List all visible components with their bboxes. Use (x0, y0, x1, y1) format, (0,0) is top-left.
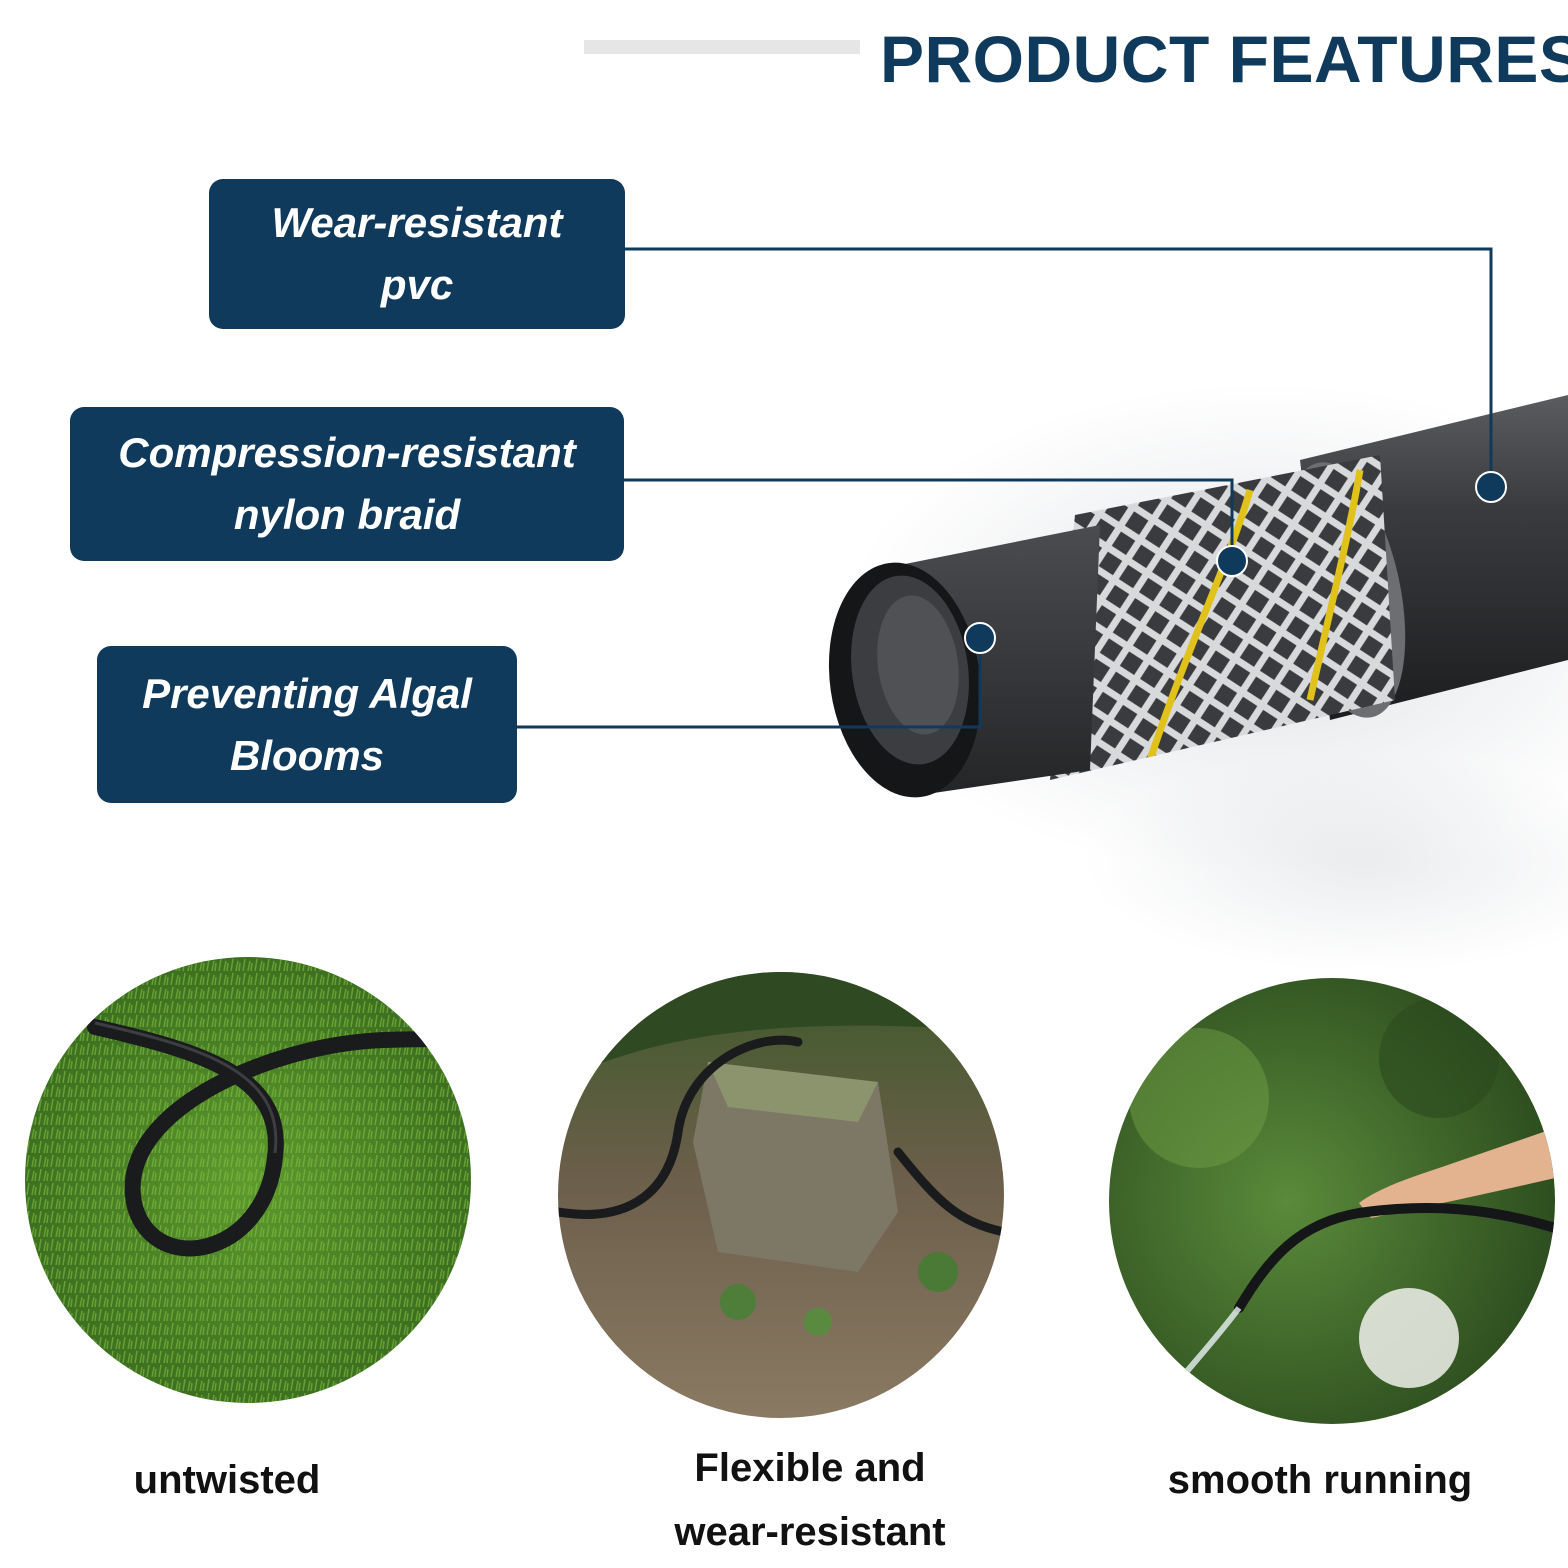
watering-hose (1234, 1203, 1555, 1313)
hose-illustration (517, 247, 1568, 798)
braid-connector-line (624, 478, 1234, 561)
nylon-braid-layer (1050, 455, 1395, 780)
feature-braid-line2: nylon braid (233, 491, 461, 538)
braid-connector-dot (1216, 545, 1248, 577)
feature-pvc-line1: Wear-resistant (271, 199, 563, 246)
algal-connector-dot (964, 622, 996, 654)
photo-untwisted (25, 957, 471, 1403)
caption-flexible-line2: wear-resistant (674, 1510, 946, 1554)
pvc-connector-line (625, 247, 1493, 487)
page-title: PRODUCT FEATURES (880, 22, 1568, 96)
caption-flexible-line1: Flexible and (694, 1446, 926, 1490)
caption-flexible: Flexible and wear-resistant (560, 1436, 1060, 1564)
caption-untwisted-line1: untwisted (133, 1458, 321, 1502)
pvc-connector-dot (1475, 471, 1507, 503)
caption-smooth: smooth running (1118, 1448, 1522, 1512)
caption-untwisted: untwisted (26, 1448, 428, 1512)
garden-hose (558, 1035, 1004, 1237)
feature-box-pvc: Wear-resistant pvc (209, 179, 625, 329)
photo-flexible (558, 972, 1004, 1418)
caption-smooth-line1: smooth running (1167, 1458, 1473, 1502)
feature-pvc-line2: pvc (380, 261, 454, 308)
arm (1359, 1128, 1555, 1218)
photo-smooth (1109, 978, 1555, 1424)
feature-box-braid: Compression-resistant nylon braid (70, 407, 624, 561)
hose-loop (87, 1019, 471, 1257)
feature-algal-line2: Blooms (229, 731, 384, 779)
algal-connector-line (517, 638, 982, 729)
feature-box-algal: Preventing Algal Blooms (97, 646, 517, 803)
title-rule (584, 40, 860, 54)
feature-braid-line1: Compression-resistant (118, 429, 576, 476)
feature-algal-line1: Preventing Algal (142, 669, 472, 717)
